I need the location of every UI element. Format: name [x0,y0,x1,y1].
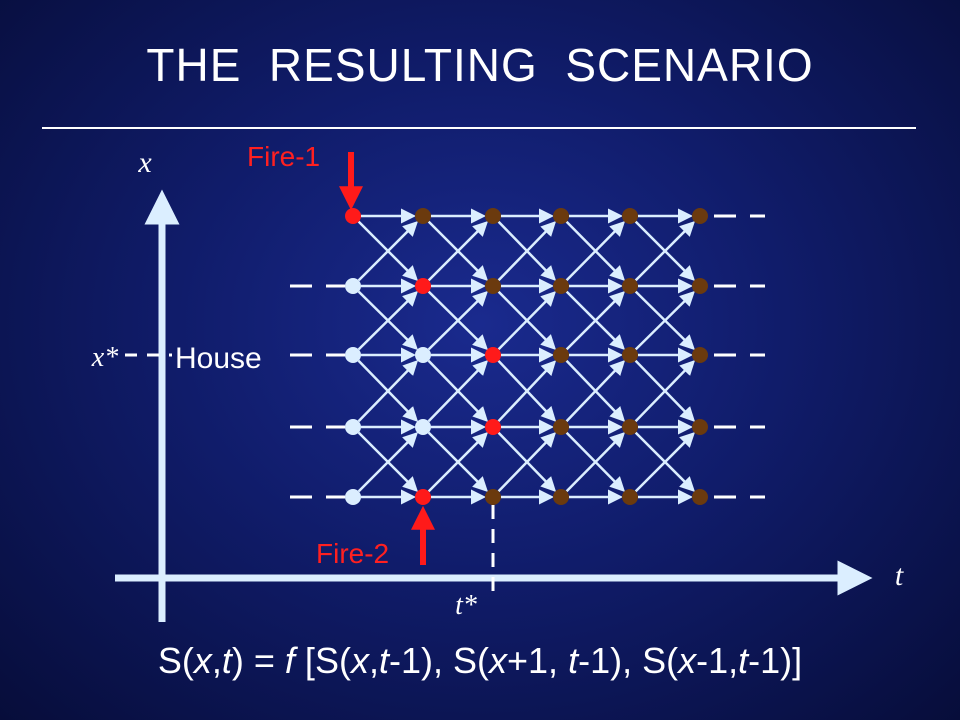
formula-part: x [678,640,697,681]
grid-edge [357,431,419,493]
t-axis-label: t [895,559,904,592]
house-label: House [175,342,262,375]
grid-node-burnt [485,489,501,505]
formula-part: S [314,640,339,681]
grid-node-burnt [553,278,569,294]
formula-part: -1, [696,640,739,681]
formula-part: t [738,640,749,681]
grid-node-unburnt [345,489,361,505]
formula-part: x [489,640,508,681]
grid-edge [634,290,696,351]
grid-node-fire [415,489,431,505]
grid-edge [497,221,557,282]
fire-1-label: Fire-1 [247,141,320,172]
grid-edge [634,220,696,282]
formula-part: , [211,640,222,681]
formula-part: +1, [507,640,569,681]
grid-node-burnt [485,278,501,294]
grid-node-unburnt [345,278,361,294]
formula-part: t [378,640,389,681]
grid-edge [427,431,489,493]
grid-node-burnt [553,208,569,224]
grid-node-unburnt [345,419,361,435]
formula-part: ) = [231,640,285,681]
grid-node-burnt [622,208,638,224]
grid-node-fire [485,347,501,363]
title-divider [42,127,916,129]
grid-edge [357,360,419,423]
grid-edge [357,290,419,351]
page-title: THE RESULTING SCENARIO [146,39,814,91]
grid-node-burnt [692,419,708,435]
grid-node-fire [345,208,361,224]
formula-part: ( [477,640,490,681]
formula-part: x [193,640,212,681]
grid-node-unburnt [345,347,361,363]
grid-node-burnt [692,489,708,505]
formula-part: S [642,640,667,681]
grid-node-fire [485,419,501,435]
grid-edge [497,432,557,493]
formula-part: t [568,640,579,681]
grid-edge [565,431,626,493]
formula-part: S [453,640,478,681]
grid-edge [427,290,489,351]
formula-part: -1), [388,640,453,681]
grid-node-burnt [622,347,638,363]
grid-node-burnt [553,419,569,435]
grid-edge [497,290,557,351]
grid-edge [565,220,626,282]
formula-part: , [368,640,379,681]
grid-node-burnt [692,208,708,224]
formula-part: ( [338,640,351,681]
grid-edge [634,360,696,423]
grid-edge [427,360,489,423]
grid-node-burnt [622,419,638,435]
formula-part: f [284,640,295,681]
grid-node-burnt [553,347,569,363]
formula-part: -1), [578,640,643,681]
grid-node-burnt [553,489,569,505]
formula-part: S [157,640,182,681]
formula-part: ( [181,640,194,681]
grid-edge [565,290,626,351]
formula-part: x [350,640,369,681]
formula-part: ( [666,640,679,681]
update-rule-formula: S(x,t) = f [S(x,t-1), S(x+1, t-1), S(x-1… [0,640,960,682]
grid-node-burnt [622,278,638,294]
x-star-label: x* [91,342,118,373]
grid-edge [357,220,419,282]
t-star-label: t* [455,590,477,621]
grid-edge [634,431,696,493]
x-axis-label: x [137,146,152,179]
grid-node-burnt [692,278,708,294]
grid-nodes [345,208,708,505]
grid-edge [427,220,489,282]
grid-node-unburnt [415,347,431,363]
grid-node-burnt [415,208,431,224]
grid-edges [357,208,696,505]
grid-node-burnt [485,208,501,224]
fire-2-label: Fire-2 [316,538,389,569]
grid-node-unburnt [415,419,431,435]
formula-part: t [221,640,232,681]
grid-node-burnt [622,489,638,505]
grid-node-fire [415,278,431,294]
grid-edge [565,360,626,423]
formula-part: [ [294,640,315,681]
grid-edge [497,360,557,423]
grid-node-burnt [692,347,708,363]
formula-part: -1)] [748,640,803,681]
boundary-dashes [290,214,765,499]
